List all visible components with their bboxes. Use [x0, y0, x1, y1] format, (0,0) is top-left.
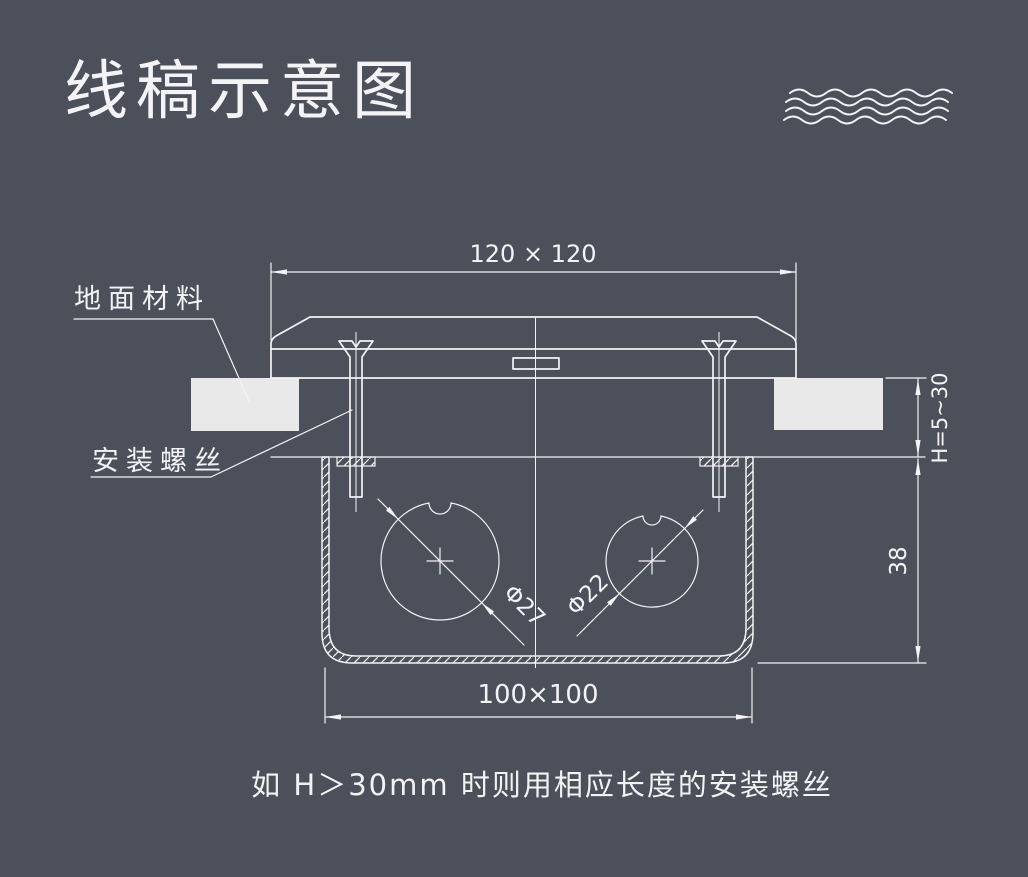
dimension-floor-thickness-text: H=5~30 [928, 372, 952, 463]
knockout-hole-small: Φ22 [562, 509, 704, 637]
label-mounting-screw-text: 安装螺丝 [92, 446, 228, 477]
leader-floor-material [212, 318, 250, 402]
knockout-hole-large: Φ27 [377, 498, 550, 646]
diameter-line-small [576, 509, 704, 637]
dimension-floor-thickness: H=5~30 [885, 372, 952, 464]
note-text: 如 H＞30mm 时则用相应长度的安装螺丝 [251, 768, 833, 802]
floor-material-block-right [774, 378, 883, 430]
dimension-hole-small-text: Φ22 [562, 569, 614, 621]
dimension-cover-size: 120 × 120 [270, 240, 797, 341]
label-mounting-screw: 安装螺丝 [90, 409, 353, 478]
dimension-box-size: 100×100 [324, 667, 753, 724]
page-title: 线稿示意图 [64, 55, 424, 129]
dimension-cover-size-text: 120 × 120 [470, 240, 597, 268]
dimension-box-size-text: 100×100 [477, 680, 598, 710]
dimension-box-depth-text: 38 [886, 546, 912, 575]
leader-mounting-screw [210, 409, 353, 478]
mounting-screw-left [338, 332, 374, 512]
diameter-line-large [377, 498, 525, 646]
label-floor-material: 地面材料 [73, 284, 250, 402]
mounting-box [321, 456, 754, 664]
wave-lines-icon [783, 88, 953, 125]
dimension-box-depth: 38 [757, 458, 927, 664]
mounting-screw-right [701, 332, 737, 512]
box-wall [321, 456, 754, 664]
label-floor-material-text: 地面材料 [74, 284, 210, 315]
dimension-hole-large-text: Φ27 [498, 580, 550, 632]
floor-material-block-left [191, 378, 299, 431]
